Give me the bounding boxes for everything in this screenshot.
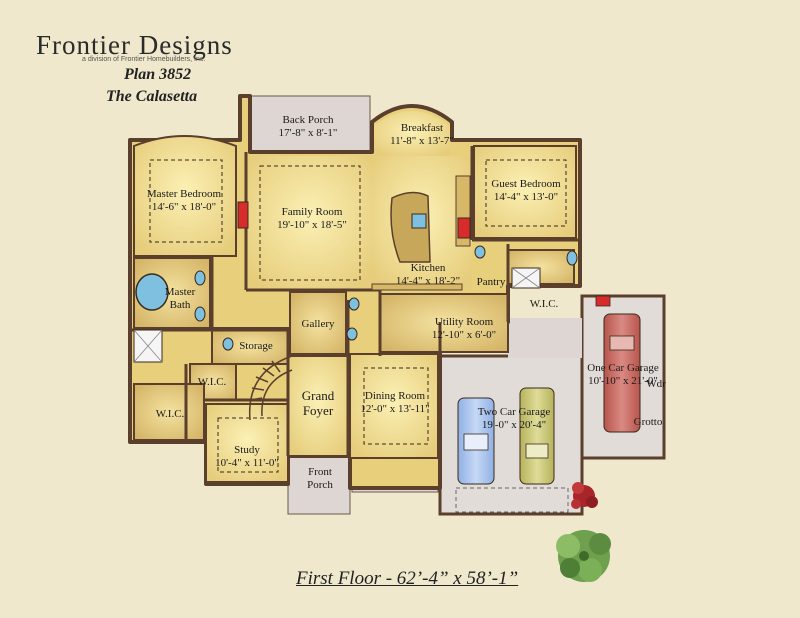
room-name: Dining Room (364, 390, 426, 402)
dining-room-floor (349, 353, 439, 459)
room-study: Study 10'-4" x 11'-0" (206, 444, 288, 470)
room-master-bedroom: Master Bedroom 14'-6" x 18'-0" (136, 188, 232, 214)
garage-cars (455, 313, 641, 513)
plan-number: Plan 3852 (124, 66, 192, 83)
room-size: 14'-6" x 18'-0" (151, 201, 217, 213)
room-name: W.I.C. (197, 376, 227, 388)
fireplace (237, 201, 249, 229)
room-back-porch: Back Porch 17'-8" x 8'-1" (262, 114, 354, 140)
breakfast-floor (374, 111, 450, 156)
room-name: W.I.C. (529, 298, 559, 310)
room-storage: Storage (232, 340, 280, 353)
room-name: Storage (239, 340, 273, 352)
room-master-bath: Master Bath (162, 286, 198, 312)
room-size: 19'-0" x 20'-4" (481, 419, 547, 431)
study-floor (205, 403, 289, 483)
master-tub (135, 273, 169, 311)
room-family-room: Family Room 19'-10" x 18'-5" (264, 206, 360, 232)
room-size: 14'-4" x 18'-2" (395, 275, 461, 287)
room-name: Wdr (646, 378, 666, 390)
gallery-floor (289, 291, 347, 355)
room-name: Family Room (281, 206, 343, 218)
floor-caption: First Floor - 62’-4” x 58’-1” (296, 568, 519, 589)
room-name: Utility Room (434, 316, 494, 328)
room-size: 10'-10" x 21'-0" (588, 375, 658, 387)
car-green (519, 387, 555, 485)
room-one-car-garage: One Car Garage 10'-10" x 21'-0" (584, 362, 662, 388)
room-gallery: Gallery (294, 318, 342, 331)
rooms-fill (133, 111, 577, 483)
room-size: 12'-0" x 13'-11" (360, 403, 430, 415)
room-name: W.I.C. (155, 408, 185, 420)
room-size: 10'-4" x 11'-0" (215, 457, 279, 469)
room-wic-master-2: W.I.C. (140, 408, 200, 421)
room-size: 11'-8" x 13'-7" (390, 135, 454, 147)
kitchen-island (390, 191, 431, 263)
room-grotto: Grotto (626, 416, 670, 429)
room-size: 17'-8" x 8'-1" (278, 127, 338, 139)
room-front-porch: Front Porch (294, 466, 346, 492)
room-name: Front Porch (307, 466, 333, 491)
room-pantry: Pantry (474, 276, 508, 289)
room-name: Back Porch (282, 114, 334, 126)
spiral-staircase (248, 355, 293, 421)
room-size: 12'-10" x 6'-0" (431, 329, 497, 341)
room-size: 19'-10" x 18'-5" (277, 219, 347, 231)
room-size: 14'-4" x 13'-0" (493, 191, 559, 203)
hvac-unit (595, 295, 611, 307)
room-name: Gallery (301, 318, 335, 330)
room-name: Breakfast (400, 122, 444, 134)
room-name: Study (234, 444, 260, 456)
room-name: Guest Bedroom (491, 178, 561, 190)
family-room-floor (248, 156, 372, 290)
room-name: Grotto (633, 416, 663, 428)
room-name: Master Bedroom (146, 188, 222, 200)
room-wic-guest: W.I.C. (522, 298, 566, 311)
room-name: Grand Foyer (301, 388, 335, 418)
ceiling-dashes (149, 159, 567, 473)
company-logo: Frontier Designs (36, 30, 233, 60)
bath-fixtures (133, 245, 578, 363)
utility-hall-slab (508, 318, 582, 358)
room-guest-bedroom: Guest Bedroom 14'-4" x 13'-0" (478, 178, 574, 204)
front-porch-slab (287, 455, 351, 515)
room-dining-room: Dining Room 12'-0" x 13'-11" (356, 390, 434, 416)
room-name: One Car Garage (587, 362, 659, 374)
guest-bedroom-floor (473, 145, 577, 239)
room-grand-foyer: Grand Foyer (292, 388, 344, 418)
company-tagline: a division of Frontier Homebuilders, Inc… (82, 56, 206, 63)
room-name: Master Bath (164, 286, 196, 311)
room-wdr: Wdr (644, 378, 668, 391)
room-name: Two Car Garage (477, 406, 551, 418)
plan-name: The Calasetta (106, 88, 198, 105)
master-bedroom-floor (133, 135, 237, 257)
room-kitchen: Kitchen 14'-4" x 18'-2" (384, 262, 472, 288)
room-utility-room: Utility Room 12'-10" x 6'-0" (420, 316, 508, 342)
shrub-red (571, 482, 598, 509)
room-wic-master-1: W.I.C. (192, 376, 232, 389)
tree-green (556, 530, 611, 582)
room-name: Kitchen (410, 262, 446, 274)
wic-master-2-floor (133, 383, 205, 441)
room-name: Pantry (476, 276, 506, 288)
cooktop (457, 217, 471, 239)
room-breakfast: Breakfast 11'-8" x 13'-7" (376, 122, 468, 148)
room-two-car-garage: Two Car Garage 19'-0" x 20'-4" (466, 406, 562, 432)
